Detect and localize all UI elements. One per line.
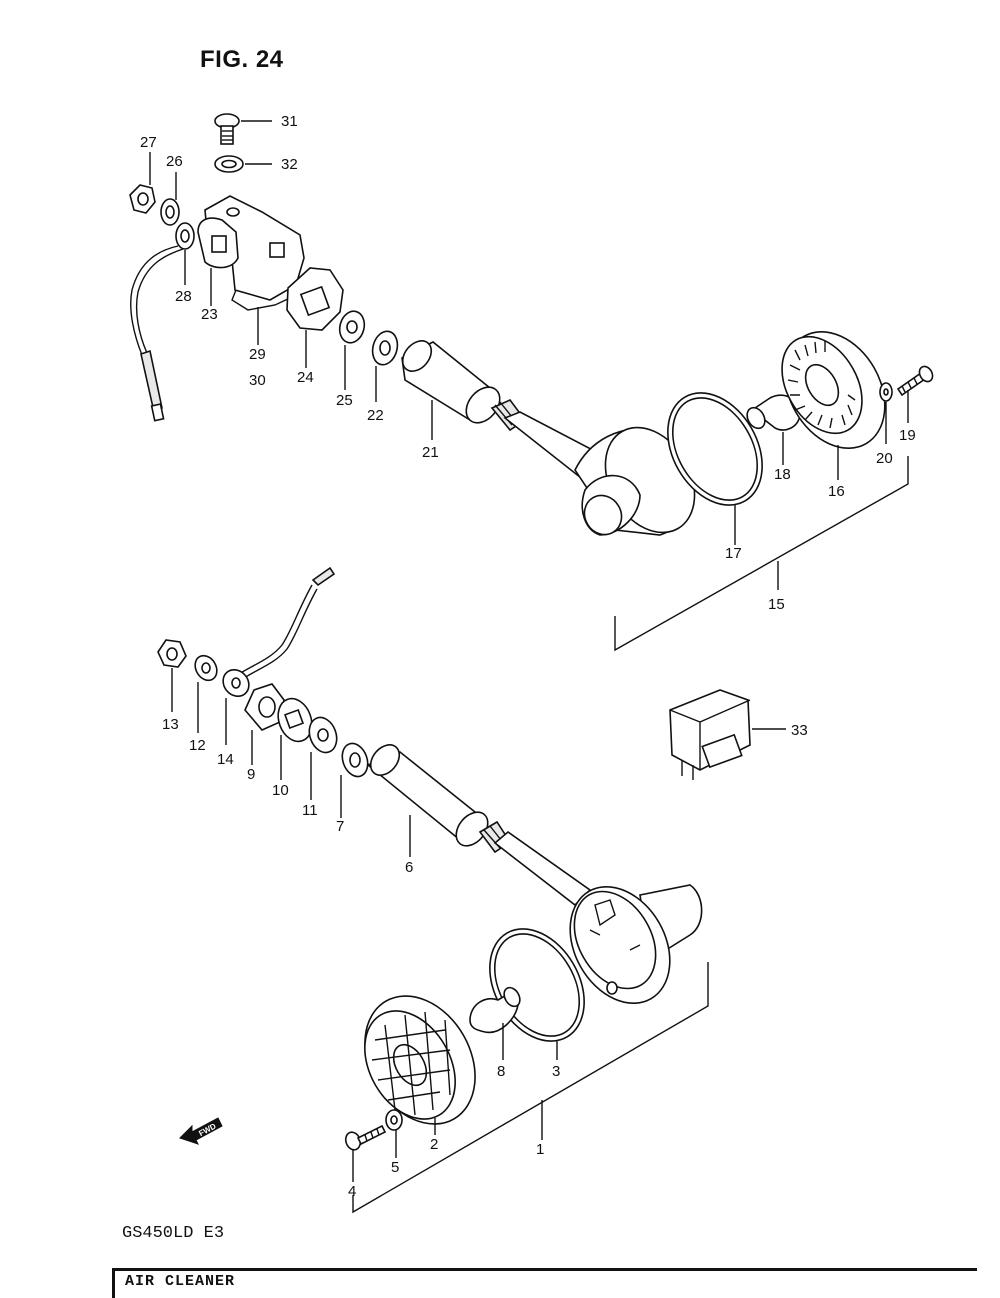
screw-4 [344, 1124, 387, 1151]
callout-26: 26 [166, 153, 183, 170]
callout-7: 7 [336, 818, 344, 835]
lock-washer-7 [341, 742, 369, 778]
turn-signal-housing-lower [569, 884, 703, 1005]
washer-12 [194, 654, 218, 682]
callout-16: 16 [828, 483, 845, 500]
model-code: GS450LD E3 [122, 1224, 225, 1243]
stem-21 [401, 340, 610, 487]
callout-30: 30 [249, 372, 266, 389]
forward-arrow-icon: FWD [179, 1117, 223, 1145]
footer-label: AIR CLEANER [125, 1273, 236, 1290]
callout-12: 12 [189, 737, 206, 754]
callout-9: 9 [247, 766, 255, 783]
callout-20: 20 [876, 450, 893, 467]
figure-title: FIG. 24 [200, 46, 284, 73]
washer-20 [879, 382, 893, 402]
callout-5: 5 [391, 1159, 399, 1176]
callout-14: 14 [217, 751, 234, 768]
callout-18: 18 [774, 466, 791, 483]
turn-signal-housing-upper [574, 426, 696, 536]
nut-27 [129, 184, 156, 214]
callout-13: 13 [162, 716, 179, 733]
washer-26 [160, 198, 180, 226]
callout-28: 28 [175, 288, 192, 305]
callout-19: 19 [899, 427, 916, 444]
callout-23: 23 [201, 306, 218, 323]
lock-washer-22 [371, 330, 399, 366]
grommet-24 [286, 267, 344, 331]
relay-33 [669, 689, 751, 780]
nut-13 [157, 639, 187, 668]
callout-6: 6 [405, 859, 413, 876]
callout-4: 4 [348, 1183, 356, 1200]
callout-32: 32 [281, 156, 298, 173]
callout-25: 25 [336, 392, 353, 409]
washer-25 [338, 310, 366, 344]
callout-31: 31 [281, 113, 298, 130]
callout-11: 11 [302, 802, 318, 819]
callout-2: 2 [430, 1136, 438, 1153]
bulb-8 [469, 986, 521, 1034]
callout-3: 3 [552, 1063, 560, 1080]
lens-16 [781, 330, 886, 450]
callout-1: 1 [536, 1141, 544, 1158]
callout-22: 22 [367, 407, 384, 424]
callout-24: 24 [297, 369, 314, 386]
callout-15: 15 [768, 596, 785, 613]
washer-11 [308, 716, 338, 754]
stem-6 [366, 744, 592, 907]
wire-terminal-14 [222, 566, 336, 698]
washer-32 [214, 155, 244, 173]
washer-5 [385, 1109, 403, 1131]
callout-21: 21 [422, 444, 439, 461]
lens-2 [364, 995, 476, 1125]
callout-17: 17 [725, 545, 742, 562]
screw-19 [896, 365, 934, 397]
bracket-23 [197, 195, 305, 311]
grommet-10 [277, 697, 313, 743]
nut-9 [244, 683, 285, 731]
callout-8: 8 [497, 1063, 505, 1080]
callout-33: 33 [791, 722, 808, 739]
bolt-31 [214, 113, 240, 145]
callout-10: 10 [272, 782, 289, 799]
gasket-17 [667, 392, 763, 506]
wire-terminal-28 [130, 222, 195, 422]
callout-29: 29 [249, 346, 266, 363]
footer-bar: AIR CLEANER [112, 1268, 977, 1298]
callout-27: 27 [140, 134, 157, 151]
